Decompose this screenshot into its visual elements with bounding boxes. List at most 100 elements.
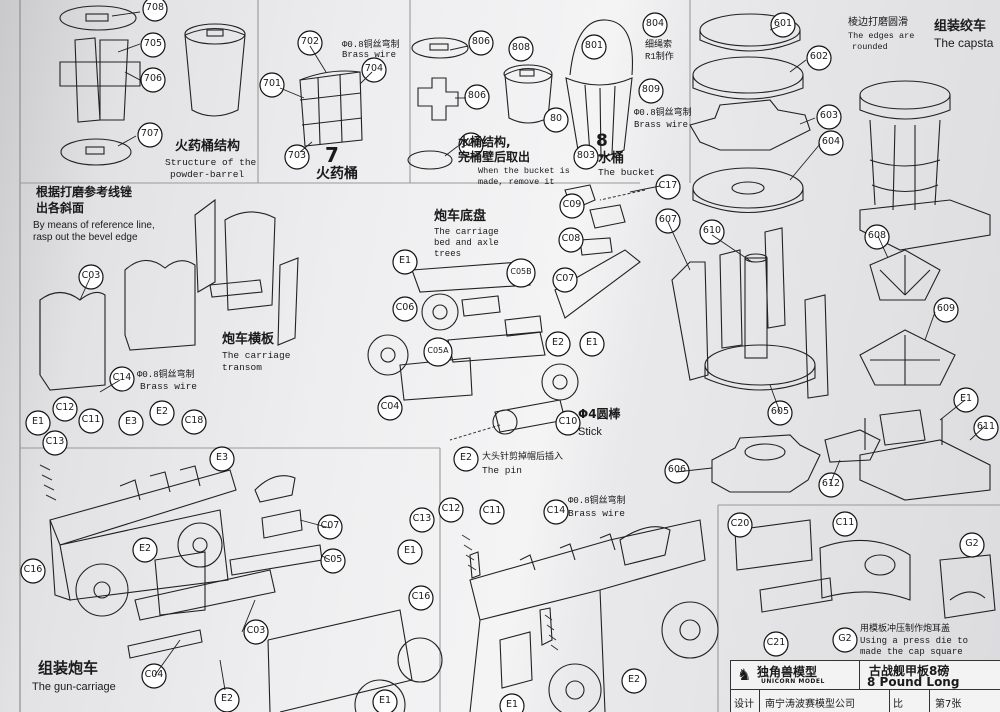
unicorn-logo-icon: ♞ xyxy=(737,667,752,684)
callout-label-c_C18: C18 xyxy=(184,415,204,426)
callout-label-c_C13b: C13 xyxy=(412,513,432,524)
callout-label-c_E1g: E1 xyxy=(403,545,417,556)
callout-label-c706: 706 xyxy=(143,73,163,84)
brand-en: UNICORN MODEL xyxy=(761,678,825,685)
callout-label-c602: 602 xyxy=(809,51,829,62)
title-en: 8 Pound Long xyxy=(867,675,960,689)
callout-label-c_C05A: C05A xyxy=(427,346,449,355)
callout-label-c601: 601 xyxy=(773,18,793,29)
callout-label-c_E1b: E1 xyxy=(31,416,45,427)
callout-label-c707: 707 xyxy=(140,128,160,139)
callout-label-c_E3b: E3 xyxy=(215,452,229,463)
callout-circle-c_E1g xyxy=(397,539,423,565)
callout-circle-c_E3a xyxy=(118,410,144,436)
callout-circle-c701 xyxy=(259,72,285,98)
callout-label-c_G2b: G2 xyxy=(838,633,852,644)
callout-label-c_C09: C09 xyxy=(562,199,582,210)
callout-label-c705: 705 xyxy=(143,38,163,49)
callout-circle-c_E2f xyxy=(621,668,647,694)
callout-circle-c604 xyxy=(818,130,844,156)
bevel-note-zh-1: 根据打磨参考线锉 xyxy=(36,185,133,199)
transom-zh: 炮车横板 xyxy=(222,332,275,347)
callout-circle-c_E2a xyxy=(149,400,175,426)
callout-circle-c_C14b xyxy=(543,499,569,525)
callout-label-c606: 606 xyxy=(667,464,687,475)
company-cell: 南宁涛波赛模型公司 xyxy=(759,689,890,712)
callout-label-c_C11c: C11 xyxy=(835,517,855,528)
callout-label-c702: 702 xyxy=(300,36,320,47)
callout-circle-c_C13 xyxy=(42,430,68,456)
callout-label-c807: 807 xyxy=(461,138,481,149)
part-7-number: 7 xyxy=(325,143,339,167)
callout-label-c803: 803 xyxy=(576,150,596,161)
carriage-bed-en-1: The carriage xyxy=(434,227,499,237)
wire-809-en: Brass wire xyxy=(634,120,689,130)
part-8-number: 8 xyxy=(596,131,608,151)
wire-c14b-en: Brass wire xyxy=(568,508,626,519)
callout-label-c_C13: C13 xyxy=(45,436,65,447)
callout-circle-c801 xyxy=(581,34,607,60)
callout-circle-c_C03 xyxy=(78,264,104,290)
wire-702-en: Brass wire xyxy=(342,50,397,60)
callout-circle-c_C12b xyxy=(438,497,464,523)
callout-label-c604: 604 xyxy=(821,136,841,147)
callout-label-c_C12: C12 xyxy=(55,402,75,413)
callout-label-c609: 609 xyxy=(936,303,956,314)
callout-label-c608: 608 xyxy=(867,230,887,241)
callout-circle-c_C07 xyxy=(317,514,343,540)
callout-label-c_E2b: E2 xyxy=(138,543,152,554)
callout-circle-c803 xyxy=(573,144,599,170)
callout-circle-c_C04 xyxy=(141,663,167,689)
callout-circle-c_E1b xyxy=(25,410,51,436)
callout-label-c610: 610 xyxy=(702,225,722,236)
callout-label-c_C16b: C16 xyxy=(411,591,431,602)
wire-c14b-zh: Φ0.8铜丝弯制 xyxy=(568,496,626,506)
callout-label-c_E2d: E2 xyxy=(551,337,565,348)
callout-circle-c_E1e xyxy=(579,331,605,357)
title-block: ♞ 独角兽模型 UNICORN MODEL 古战舰甲板8磅 8 Pound Lo… xyxy=(730,660,1000,712)
callout-circle-c_C16 xyxy=(20,558,46,584)
callout-circle-c707 xyxy=(137,122,163,148)
press-die-en-1: Using a press die to xyxy=(860,636,969,646)
callout-circle-c_G2b xyxy=(832,627,858,653)
callout-circle-c_C05B xyxy=(506,258,536,288)
callout-circle-c_C10 xyxy=(555,410,581,436)
callout-label-c_E2c: E2 xyxy=(220,693,234,704)
callout-circle-c_C12 xyxy=(52,396,78,422)
wire-702-zh: Φ0.8铜丝弯制 xyxy=(342,40,400,50)
callout-label-c_C07b: C07 xyxy=(555,273,575,284)
title-zh: 古战舰甲板8磅 xyxy=(869,664,950,678)
callout-circle-c703 xyxy=(284,144,310,170)
callout-circle-c806b xyxy=(464,84,490,110)
powder-barrel-title-en-2: powder-barrel xyxy=(170,169,245,180)
callout-label-c_C04: C04 xyxy=(144,669,164,680)
design-label: 设计 xyxy=(734,699,754,710)
callout-circle-c_G2a xyxy=(959,532,985,558)
part-8-name-en: The bucket xyxy=(598,167,656,178)
callout-label-c_C08: C08 xyxy=(561,233,581,244)
rope-zh-2: R1制作 xyxy=(645,52,674,62)
callout-label-c_E1f: E1 xyxy=(959,393,973,404)
stick-zh: Φ4圆棒 xyxy=(578,407,621,421)
callout-circle-c_E2d xyxy=(545,331,571,357)
callout-circle-c80x xyxy=(543,107,569,133)
callout-circle-c609 xyxy=(933,297,959,323)
capstan-title-zh: 组装绞车 xyxy=(934,19,987,34)
wire-c14-zh: Φ0.8铜丝弯制 xyxy=(137,370,195,380)
callout-label-c_C06: C06 xyxy=(395,302,415,313)
callout-circle-c_E2c xyxy=(214,687,240,712)
callout-label-c_G2a: G2 xyxy=(965,538,979,549)
callout-label-c701: 701 xyxy=(262,78,282,89)
callout-circle-c605 xyxy=(767,400,793,426)
sheet-no: 第7张 xyxy=(935,699,962,710)
callout-label-c_C05B: C05B xyxy=(510,267,532,276)
callout-circle-c_C05 xyxy=(320,548,346,574)
callout-label-c_C04b: C04 xyxy=(380,401,400,412)
callout-circle-c806 xyxy=(468,30,494,56)
callout-label-c_C14: C14 xyxy=(112,372,132,383)
callout-circle-c611 xyxy=(973,415,999,441)
callout-circle-c_C04b xyxy=(377,395,403,421)
carriage-bed-en-3: trees xyxy=(434,249,462,259)
callout-label-c708: 708 xyxy=(145,2,165,13)
